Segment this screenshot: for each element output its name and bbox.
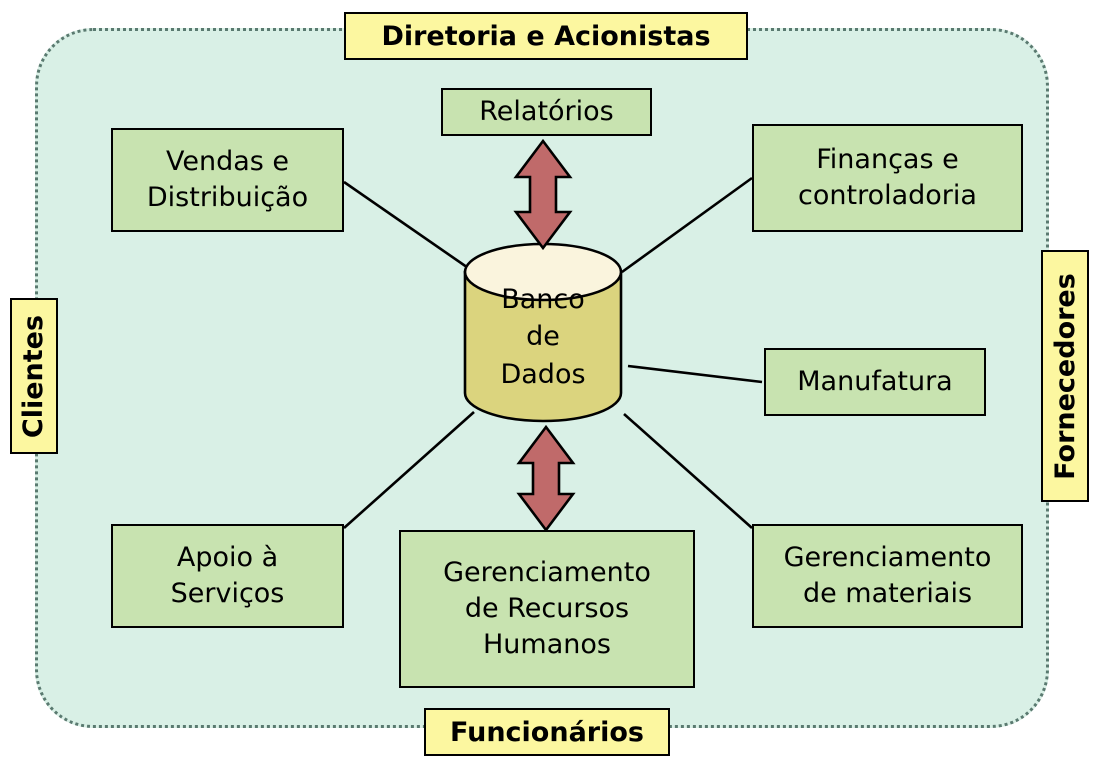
connector-manufatura xyxy=(627,364,763,384)
stakeholder-label-clientes-text: Clientes xyxy=(18,314,50,438)
module-box-apoio-servicos[interactable]: Apoio à Serviços xyxy=(111,524,344,628)
module-box-relatorios[interactable]: Relatórios xyxy=(441,88,652,136)
database-cylinder-shape xyxy=(463,242,623,423)
stakeholder-label-clientes[interactable]: Clientes xyxy=(10,298,58,454)
arrow-up-down-bottom xyxy=(516,424,576,533)
module-box-gerenciamento-materiais[interactable]: Gerenciamento de materiais xyxy=(752,524,1023,628)
connector-materiais xyxy=(623,413,753,529)
arrow-up-down-top xyxy=(513,138,573,251)
module-box-financas-controladoria[interactable]: Finanças e controladoria xyxy=(752,124,1023,232)
connector-financas xyxy=(621,176,753,274)
connector-lines xyxy=(343,176,763,529)
module-box-vendas-distribuicao[interactable]: Vendas e Distribuição xyxy=(111,128,344,232)
stakeholder-label-funcionarios[interactable]: Funcionários xyxy=(424,708,670,756)
stakeholder-label-diretoria[interactable]: Diretoria e Acionistas xyxy=(344,12,748,60)
module-box-recursos-humanos[interactable]: Gerenciamento de Recursos Humanos xyxy=(399,530,695,688)
connector-apoio xyxy=(343,411,475,529)
module-box-manufatura[interactable]: Manufatura xyxy=(764,348,986,416)
stakeholder-label-fornecedores-text: Fornecedores xyxy=(1049,272,1081,480)
stakeholder-label-fornecedores[interactable]: Fornecedores xyxy=(1041,250,1089,502)
connector-vendas xyxy=(343,180,475,274)
